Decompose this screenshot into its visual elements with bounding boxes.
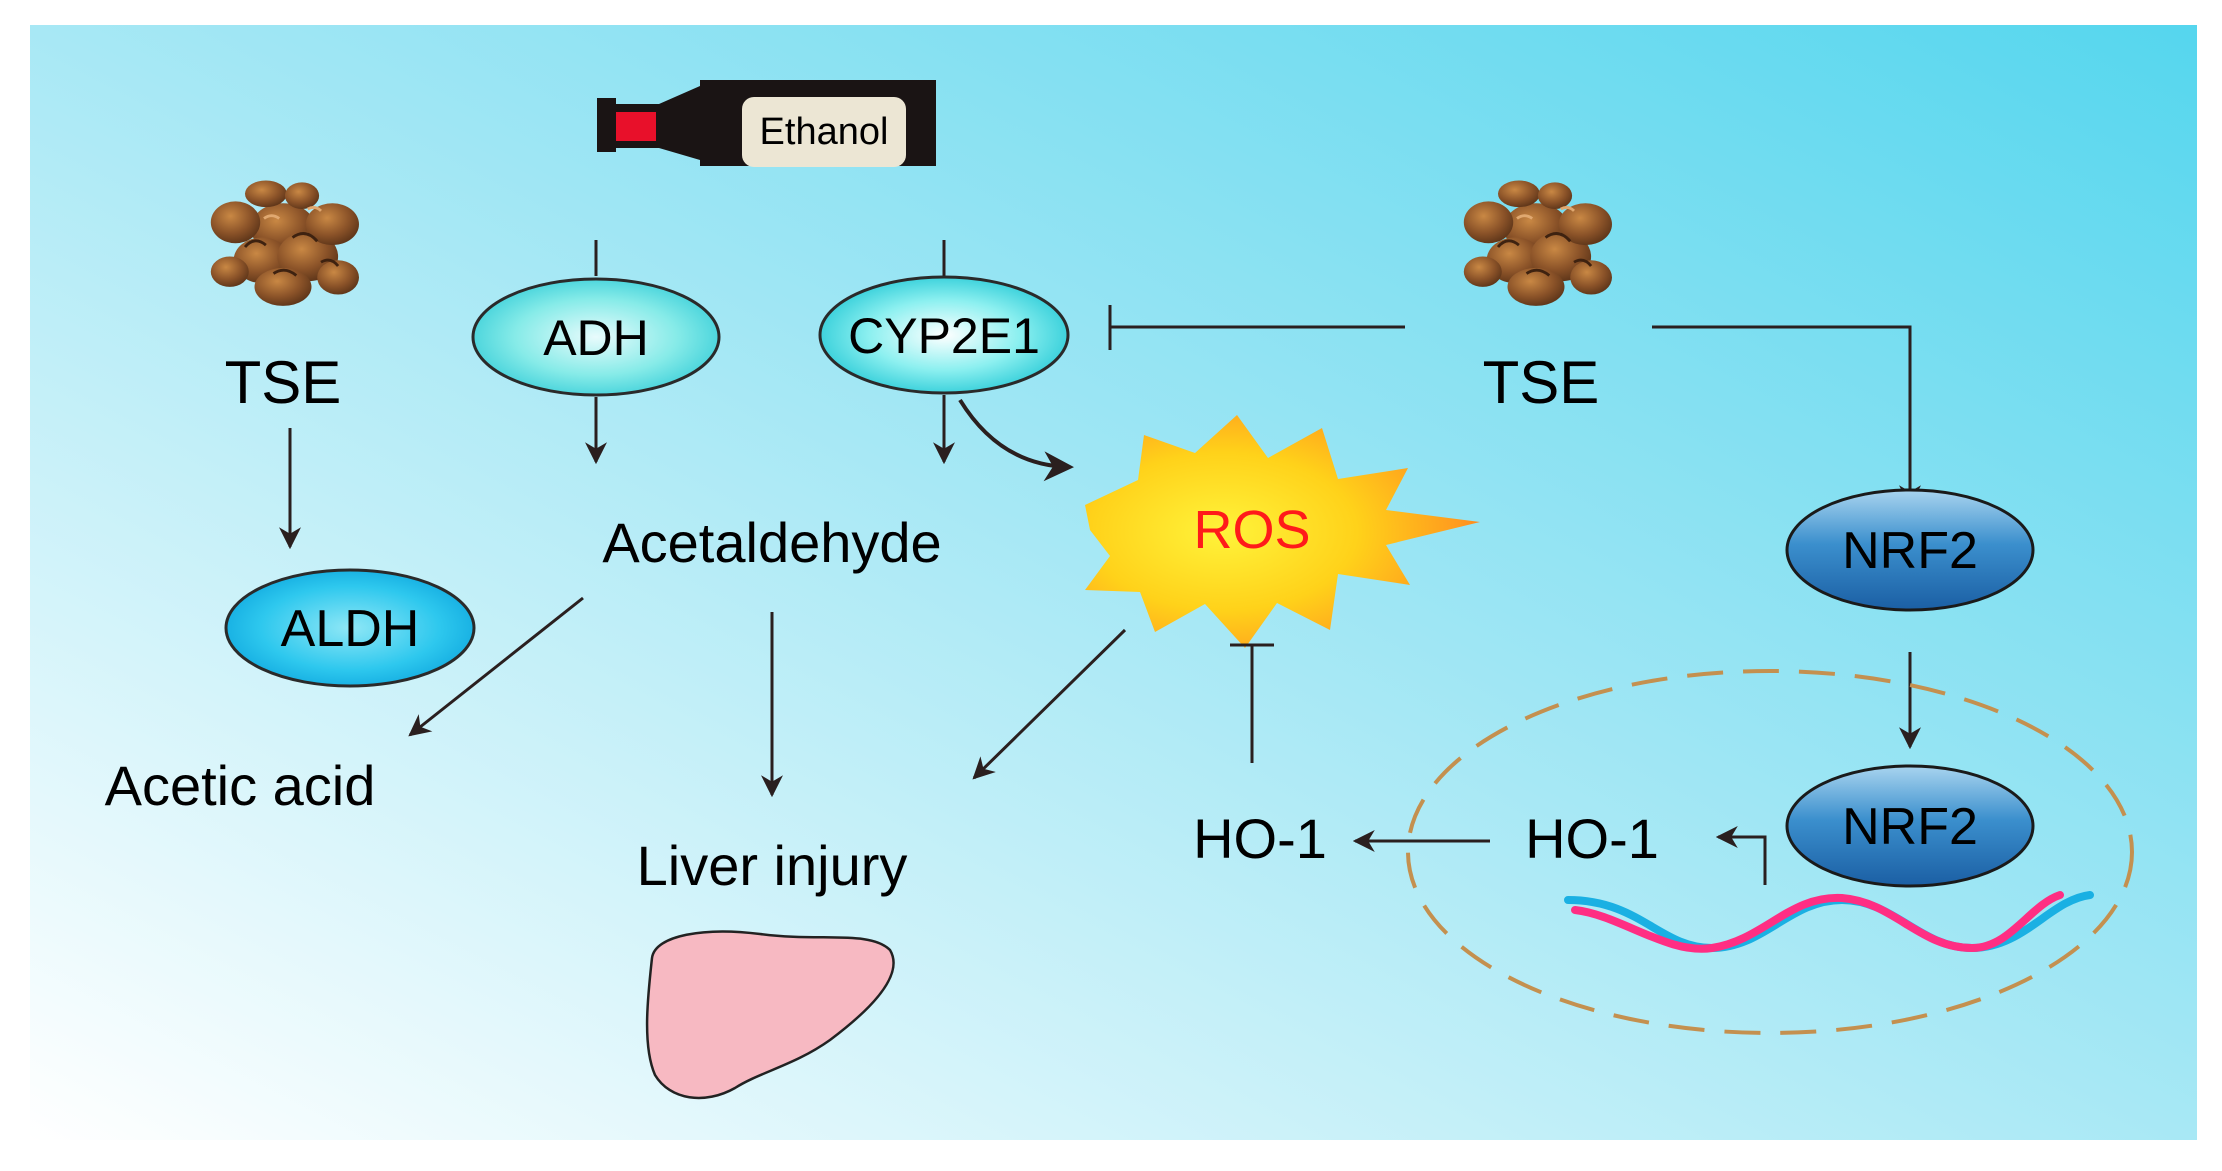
transcription-arrow (1715, 826, 1767, 885)
nucleus-boundary (1406, 669, 2134, 1035)
aldh-label: ALDH (281, 600, 420, 658)
tse-to-nrf2-arrow (1652, 325, 1921, 508)
ho1-nucleus-label: HO-1 (1525, 807, 1659, 870)
adh-label: ADH (543, 310, 649, 366)
cyp2e1-enzyme-node (818, 275, 1070, 395)
dna-helix-icon (1564, 891, 2094, 953)
acetaldehyde-to-acetic-acid-arrow (408, 596, 584, 737)
ros-starburst-icon (1085, 415, 1480, 648)
ho1-cytoplasm-label: HO-1 (1193, 807, 1327, 870)
acetaldehyde-label: Acetaldehyde (602, 511, 941, 574)
ros-label: ROS (1193, 500, 1310, 560)
tse-label-left: TSE (225, 349, 342, 416)
acetic-acid-label: Acetic acid (105, 754, 376, 817)
adh-enzyme-node (471, 277, 721, 397)
nrf2-cytoplasm-label: NRF2 (1842, 522, 1978, 580)
cyp2e1-to-ros-arrow (958, 398, 1074, 482)
nrf2-nucleus-label: NRF2 (1842, 798, 1978, 856)
liver-icon (645, 930, 895, 1100)
aldh-enzyme-node (224, 568, 476, 688)
ethanol-bottle-icon (597, 80, 936, 167)
nrf2-nucleus-node (1785, 764, 2035, 888)
cyp2e1-label: CYP2E1 (848, 308, 1040, 364)
liver-injury-label: Liver injury (637, 834, 908, 897)
tse-label-right: TSE (1483, 349, 1600, 416)
ethanol-label: Ethanol (760, 111, 889, 153)
ros-to-liver-injury-arrow (972, 628, 1127, 780)
nrf2-cytoplasm-node (1785, 488, 2035, 612)
